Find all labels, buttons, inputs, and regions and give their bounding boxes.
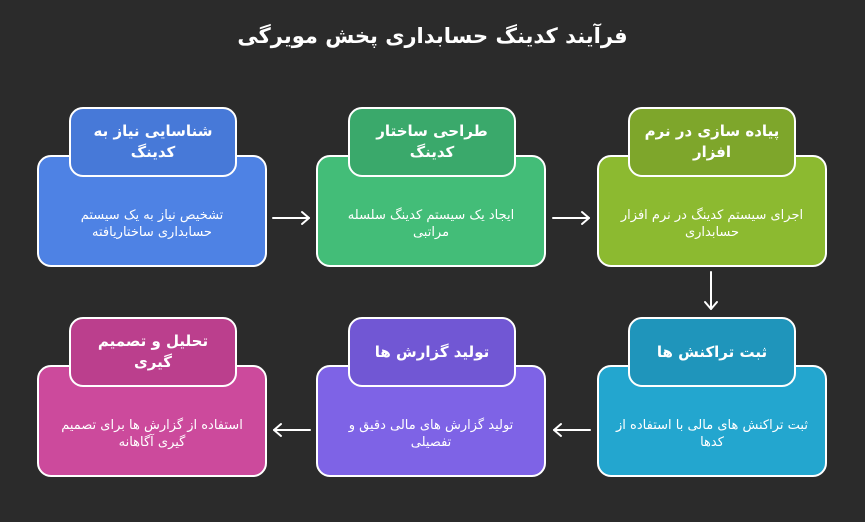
step-title-generate-reports: تولید گزارش ها [348,317,516,387]
step-title-analysis-decision: تحلیل و تصمیم گیری [69,317,237,387]
step-title-identify-need: شناسایی نیاز به کدینگ [69,107,237,177]
arrow-left-icon [553,423,591,437]
arrow-left-icon [273,423,311,437]
page-title: فرآیند کدینگ حسابداری پخش مویرگی [237,24,628,48]
arrow-right-icon [552,211,590,225]
step-description: تشخیص نیاز به یک سیستم حسابداری ساختاریا… [80,208,224,240]
arrow-right-icon [272,211,310,225]
step-title-implement-software: پیاده سازی در نرم افزار [628,107,796,177]
step-description: ایجاد یک سیستم کدینگ سلسله مراتبی [347,208,515,240]
step-title-record-transactions: ثبت تراکنش ها [628,317,796,387]
arrow-down-icon [704,271,718,310]
step-description: اجرای سیستم کدینگ در نرم افزار حسابداری [620,208,804,240]
step-description: ثبت تراکنش های مالی با استفاده از کدها [616,418,808,450]
step-description: تولید گزارش های مالی دقیق و تفصیلی [348,418,514,450]
step-title-design-structure: طراحی ساختار کدینگ [348,107,516,177]
step-description: استفاده از گزارش ها برای تصمیم گیری آگاه… [61,418,243,450]
